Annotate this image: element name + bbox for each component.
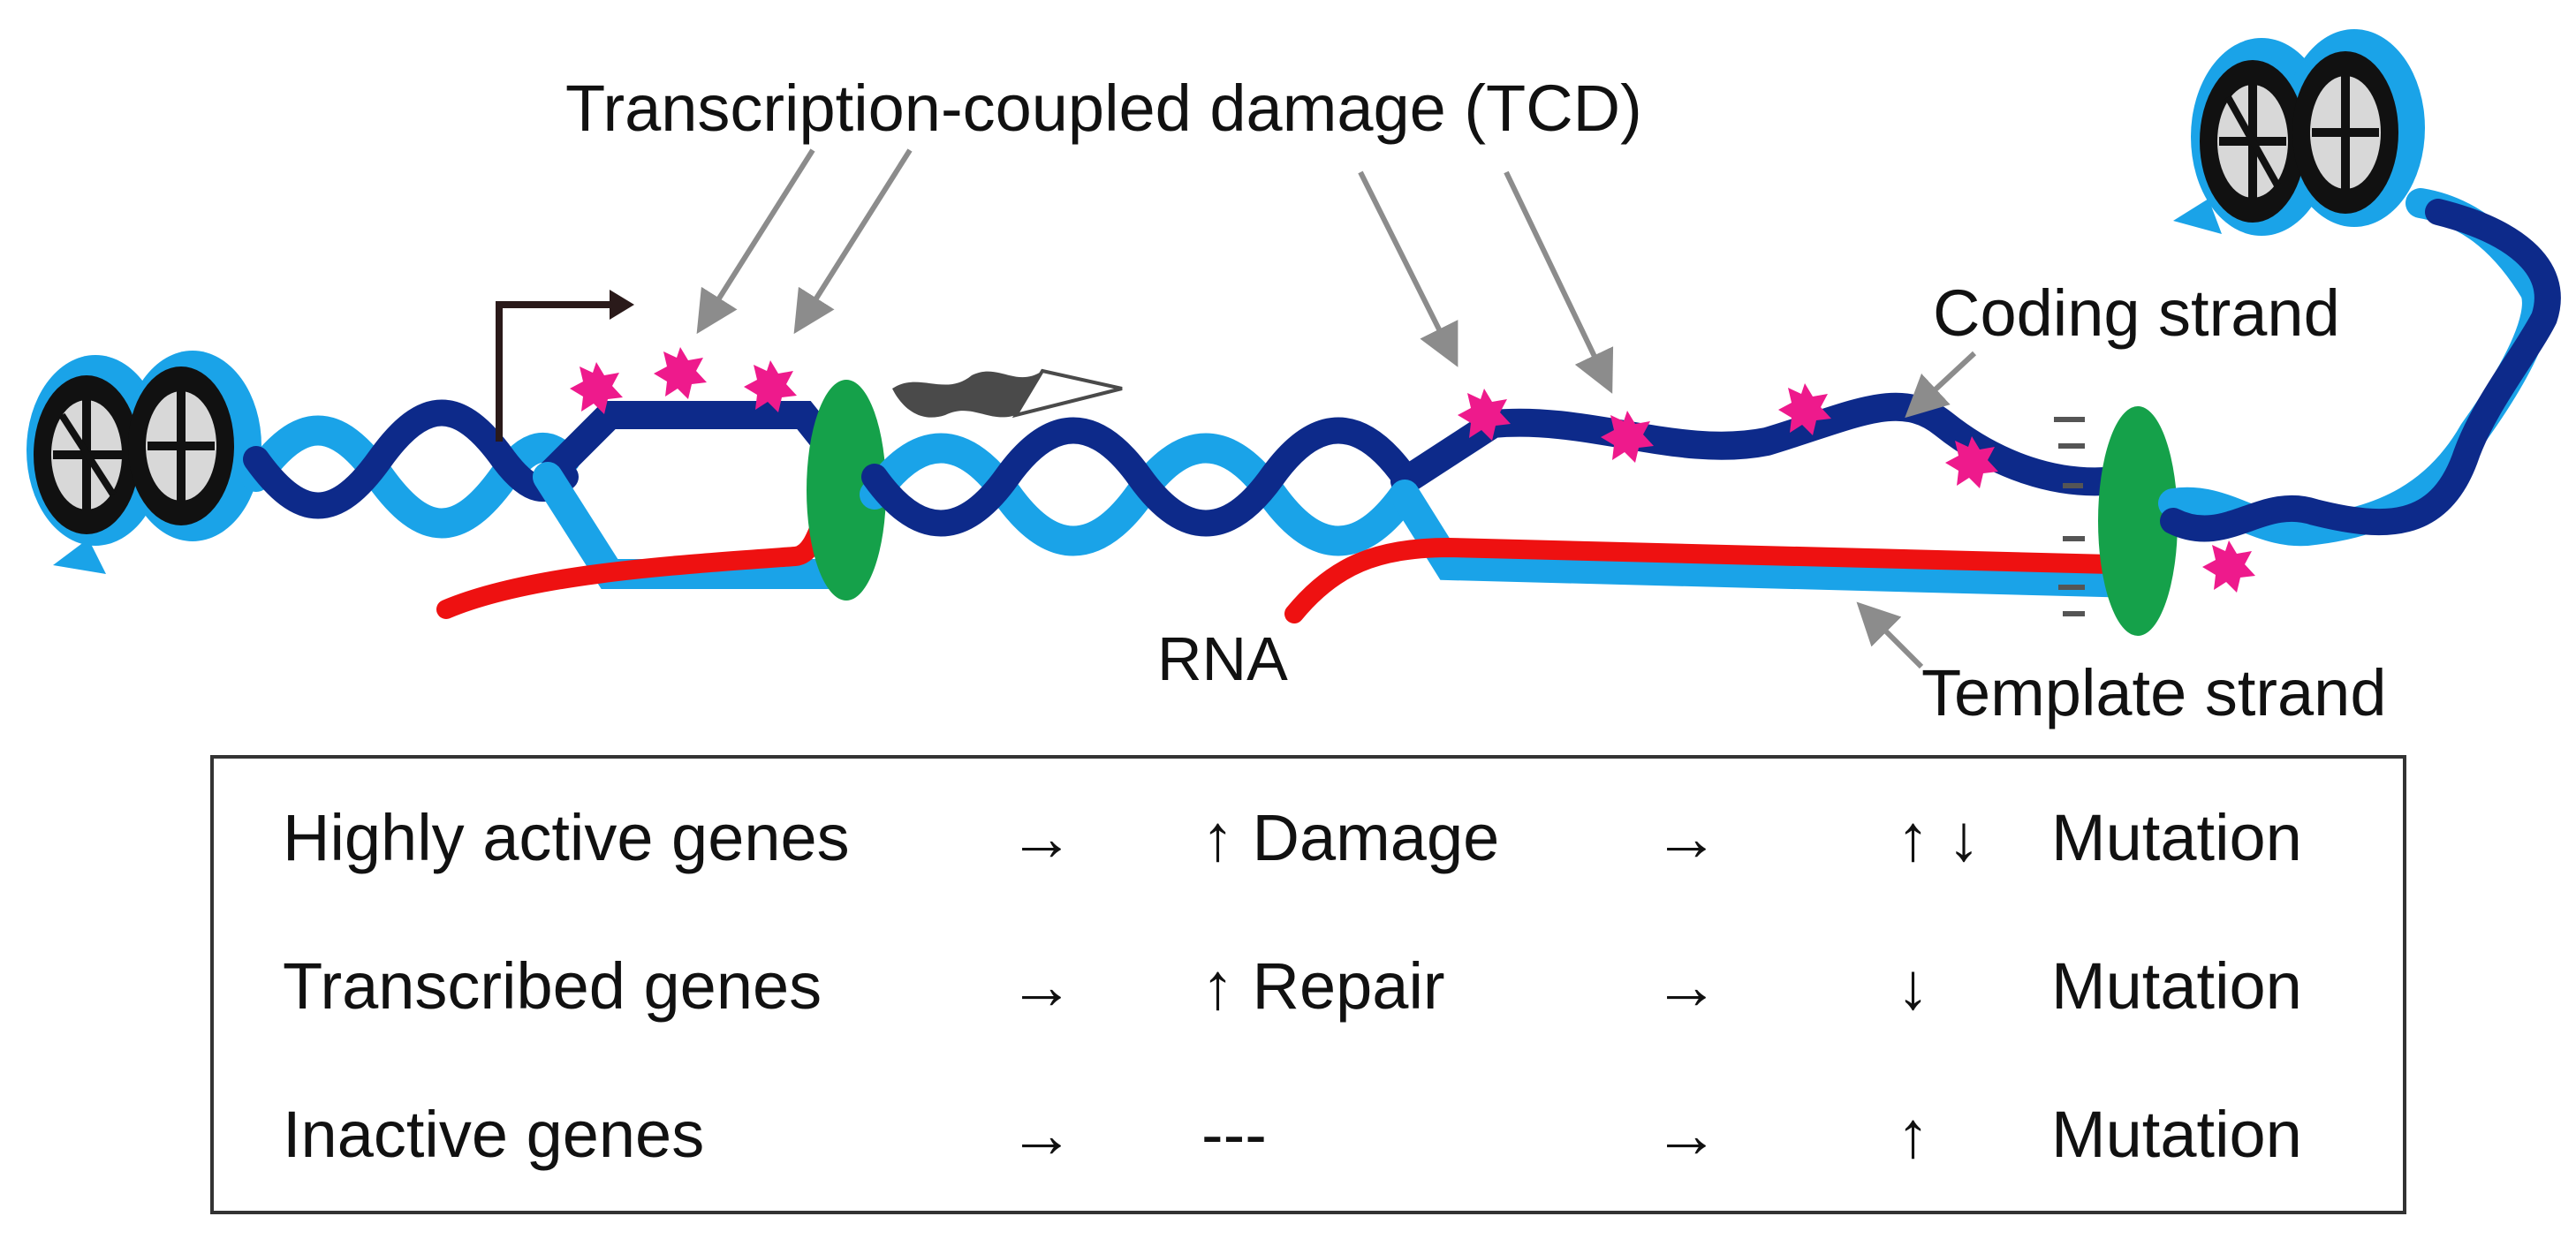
table-row: Highly active genes → ↑ Damage → ↑ ↓ Mut… (214, 785, 2403, 891)
tcd-pointer-arrow (1358, 170, 1458, 367)
tcd-label: Transcription-coupled damage (TCD) (565, 72, 1642, 145)
coding-strand-label: Coding strand (1933, 276, 2340, 350)
rna-label: RNA (1157, 624, 1288, 693)
tcd-pointer-arrow (696, 148, 815, 335)
outcome: Mutation (2051, 949, 2302, 1023)
effect: ↑ Damage (1201, 801, 1500, 874)
damage-mark (1601, 411, 1654, 463)
direction: ↑ (1897, 1098, 1929, 1171)
damage-mark (1945, 436, 1998, 488)
damage-mark (570, 362, 623, 414)
rna-right (1284, 537, 2156, 623)
summary-table: Highly active genes → ↑ Damage → ↑ ↓ Mut… (210, 755, 2406, 1214)
tcd-pointer-arrow (793, 148, 913, 335)
damage-mark (744, 360, 797, 412)
effect: --- (1201, 1098, 1267, 1171)
polymerase-right (2098, 406, 2178, 636)
template-strand (1390, 480, 2153, 598)
direction: ↑ ↓ (1897, 801, 1981, 874)
transcription-start-arrow (496, 290, 634, 442)
base-ticks (2054, 417, 2085, 616)
damage-mark (1458, 389, 1511, 441)
direction: ↓ (1897, 949, 1929, 1023)
helix-right (2158, 188, 2561, 547)
coding-strand (1390, 392, 2152, 496)
outcome: Mutation (2051, 1098, 2302, 1171)
table-row: Inactive genes → --- → ↑ Mutation (214, 1082, 2403, 1188)
pointer-arrows (696, 148, 1977, 669)
arrow: → (1009, 949, 1074, 1023)
helix-left (241, 399, 580, 539)
tcd-pointer-arrow (1504, 170, 1614, 394)
arrow: → (1654, 1098, 1719, 1171)
direction-arrow (892, 368, 1123, 419)
damage-mark (654, 347, 707, 399)
arrow: → (1654, 801, 1719, 874)
nucleosome-right (2173, 29, 2425, 236)
arrow: → (1009, 801, 1074, 874)
damage-mark (1778, 383, 1831, 435)
damage-mark (2202, 540, 2255, 593)
damage-marks (570, 347, 2255, 593)
gene-category: Transcribed genes (283, 949, 822, 1023)
polymerase-left (807, 380, 886, 601)
gene-category: Inactive genes (283, 1098, 705, 1171)
arrow: → (1009, 1098, 1074, 1171)
coding-strand-pointer-arrow (1905, 351, 1977, 419)
effect: ↑ Repair (1201, 949, 1445, 1023)
arrow: → (1654, 949, 1719, 1023)
outcome: Mutation (2051, 801, 2302, 874)
nucleosome-left (27, 351, 261, 574)
gene-category: Highly active genes (283, 801, 850, 874)
table-row: Transcribed genes → ↑ Repair → ↓ Mutatio… (214, 933, 2403, 1039)
bubble-right (1390, 392, 2153, 598)
helix-middle (860, 417, 1420, 556)
template-strand-label: Template strand (1921, 656, 2387, 729)
template-strand-pointer-arrow (1856, 601, 1924, 669)
